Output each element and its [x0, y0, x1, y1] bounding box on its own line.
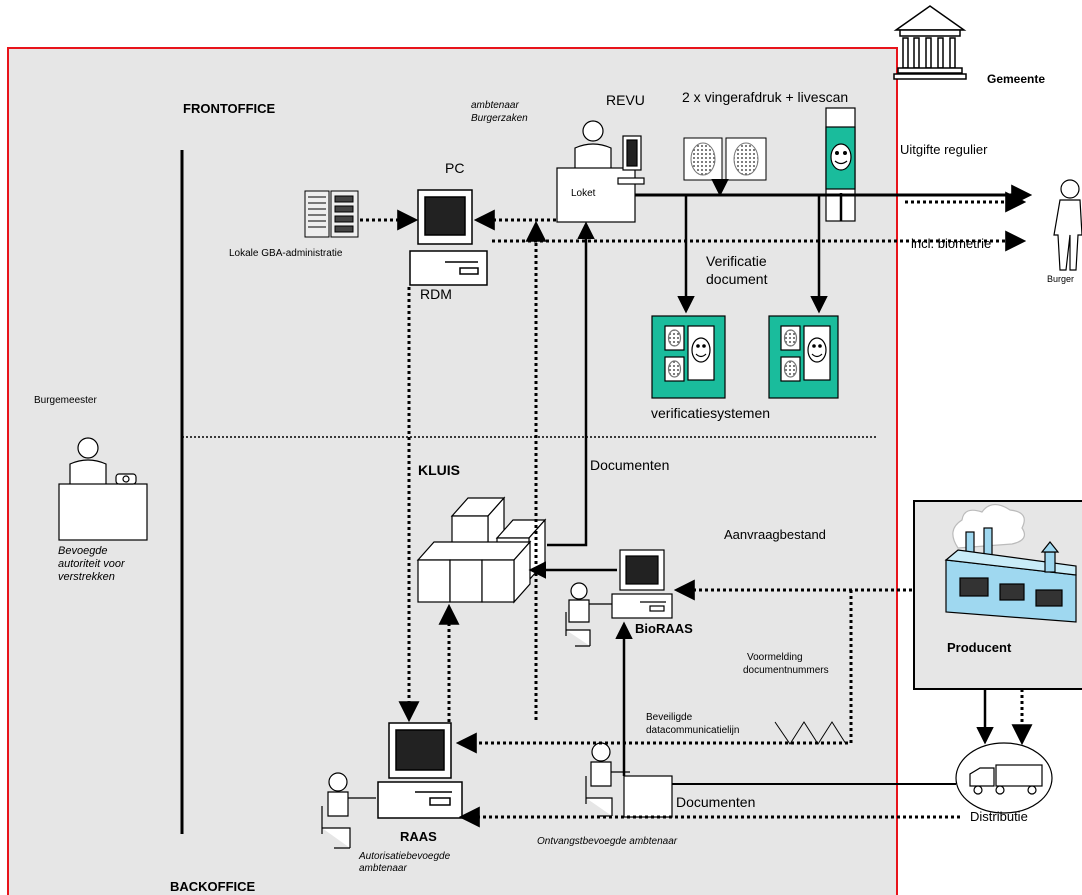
- verificatie-label-1: Verificatie: [706, 253, 767, 269]
- burgemeester-label: Burgemeester: [34, 395, 97, 406]
- loket-label: Loket: [571, 188, 596, 199]
- distribution-truck-icon: [955, 742, 1053, 814]
- burger-label: Burger: [1047, 274, 1075, 284]
- vingerafdruk-label: 2 x vingerafdruk + livescan: [682, 89, 849, 105]
- uitgifte-label: Uitgifte regulier: [900, 142, 988, 157]
- ambtenaar-label-1: ambtenaar: [471, 100, 519, 111]
- verification-system-1: [651, 315, 726, 399]
- beveiligde-label-2: datacommunicatielijn: [646, 725, 740, 736]
- building-icon: [893, 5, 967, 80]
- fingerprint-scanner-icon: [683, 137, 767, 181]
- kluis-label: KLUIS: [418, 462, 460, 478]
- verificatiesystemen-label: verificatiesystemen: [651, 405, 771, 421]
- verification-system-2: [768, 315, 839, 399]
- autorisatie-label: Autorisatiebevoegde ambtenaar: [359, 851, 451, 874]
- mayor-desk-icon: [58, 437, 148, 541]
- lokale-gba-label: Lokale GBA-administratie: [229, 248, 343, 259]
- verificatie-label-2: document: [706, 271, 768, 287]
- beveiligde-label-1: Beveiligde: [646, 712, 693, 723]
- rdm-label: RDM: [420, 286, 452, 302]
- municipality-panel: [7, 47, 898, 895]
- producent-label: Producent: [947, 640, 1012, 655]
- revu-label: REVU: [606, 92, 645, 108]
- connector-voormelding: [455, 590, 853, 754]
- ambtenaar-label-2: Burgerzaken: [471, 113, 528, 124]
- loket-desk: [556, 120, 645, 223]
- pc-rdm-icon: [409, 189, 488, 286]
- bioraas-workstation-icon: [565, 549, 673, 647]
- distributie-label: Distributie: [970, 809, 1028, 824]
- backoffice-label: BACKOFFICE: [170, 879, 256, 894]
- frontoffice-label: FRONTOFFICE: [183, 101, 276, 116]
- raas-label: RAAS: [400, 829, 437, 844]
- server-icon: [304, 190, 359, 238]
- documenten-top-label: Documenten: [590, 457, 670, 473]
- raas-workstation-icon: [377, 722, 463, 819]
- citizen-icon: [1053, 179, 1082, 271]
- documenten-bottom-label: Documenten: [676, 794, 756, 810]
- connector-vault-loket: [547, 221, 595, 547]
- voormelding-label-1: Voormelding: [747, 652, 803, 663]
- ontvangst-label: Ontvangstbevoegde ambtenaar: [537, 836, 678, 847]
- authorization-officer-icon: [321, 772, 376, 849]
- bevoegde-label: Bevoegde autoriteit voor verstrekken: [58, 545, 125, 584]
- zigzag-secure-line: [774, 721, 847, 745]
- aanvraagbestand-label: Aanvraagbestand: [724, 527, 826, 542]
- gemeente-label: Gemeente: [987, 72, 1046, 86]
- incl-biometrie-label: incl. biometrie: [911, 236, 992, 251]
- bioraas-label: BioRAAS: [635, 621, 693, 636]
- receiving-officer-icon: [585, 742, 673, 818]
- voormelding-label-2: documentnummers: [743, 665, 829, 676]
- factory-icon: [944, 503, 1077, 623]
- pc-label: PC: [445, 160, 465, 176]
